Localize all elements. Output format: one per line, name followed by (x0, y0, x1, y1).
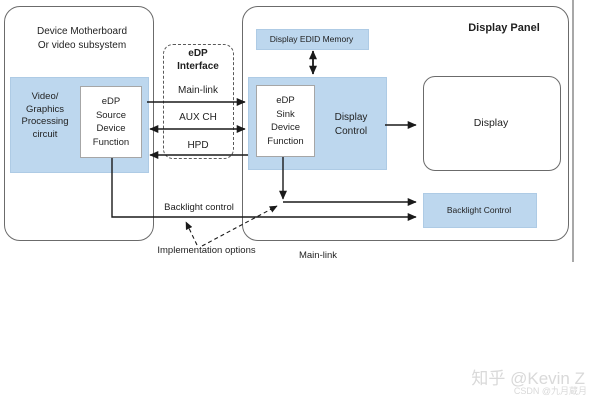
edp-sink-line2: Sink (276, 108, 295, 120)
channel-label-hpd: HPD (187, 140, 209, 151)
channel-label-main-link: Main-link (177, 85, 218, 96)
display-edid-memory-label: Display EDID Memory (269, 34, 354, 44)
backlight-control-block (423, 193, 537, 228)
edp-sink-line4: Function (267, 135, 304, 147)
zhihu-watermark: 知乎 @Kevin Z (471, 369, 585, 388)
edp-sink-line3: Device (270, 122, 301, 133)
display-edid-memory-block (256, 29, 369, 50)
edp-source-line4: Function (92, 136, 130, 148)
edp-interface-title-line2: Interface (177, 61, 219, 72)
device-motherboard-title: Device Motherboard Or video subsystem (16, 25, 148, 53)
device-motherboard-title-line1: Device Motherboard (36, 26, 128, 37)
backlight-control-annotation: Backlight control (164, 202, 234, 213)
implementation-option-pointer-left (185, 221, 198, 246)
channel-label-aux-ch: AUX CH (179, 112, 217, 123)
implementation-options-annotation: Implementation options (157, 245, 256, 256)
csdn-watermark: CSDN @九月蔵月 (513, 386, 587, 396)
video-graphics-line4: circuit (32, 128, 58, 140)
display-control-label: Display Control (320, 111, 382, 139)
display-block (423, 76, 561, 171)
edp-interface-title-line1: eDP (188, 48, 208, 59)
edp-source-device-block: eDP Source Device Function (80, 86, 142, 158)
display-control-line1: Display (334, 112, 368, 123)
device-motherboard-title-line2: Or video subsystem (37, 40, 127, 51)
display-control-line2: Control (334, 126, 368, 137)
display-panel-title: Display Panel (468, 22, 540, 34)
edp-source-line2: Source (95, 109, 127, 121)
edp-interface-title: eDP Interface (166, 47, 230, 73)
video-graphics-label: Video/ Graphics Processing circuit (12, 91, 78, 141)
display-label: Display (473, 117, 509, 129)
main-link-annotation: Main-link (298, 250, 337, 261)
edp-source-line1: eDP (101, 96, 121, 107)
backlight-control-block-label: Backlight Control (446, 205, 512, 215)
edp-source-line3: Device (96, 123, 126, 134)
video-graphics-line2: Graphics (25, 103, 64, 115)
edp-sink-device-block: eDP Sink Device Function (256, 85, 315, 157)
video-graphics-line3: Processing (21, 116, 69, 127)
edp-sink-line1: eDP (276, 95, 295, 106)
video-graphics-line1: Video/ (31, 91, 59, 102)
